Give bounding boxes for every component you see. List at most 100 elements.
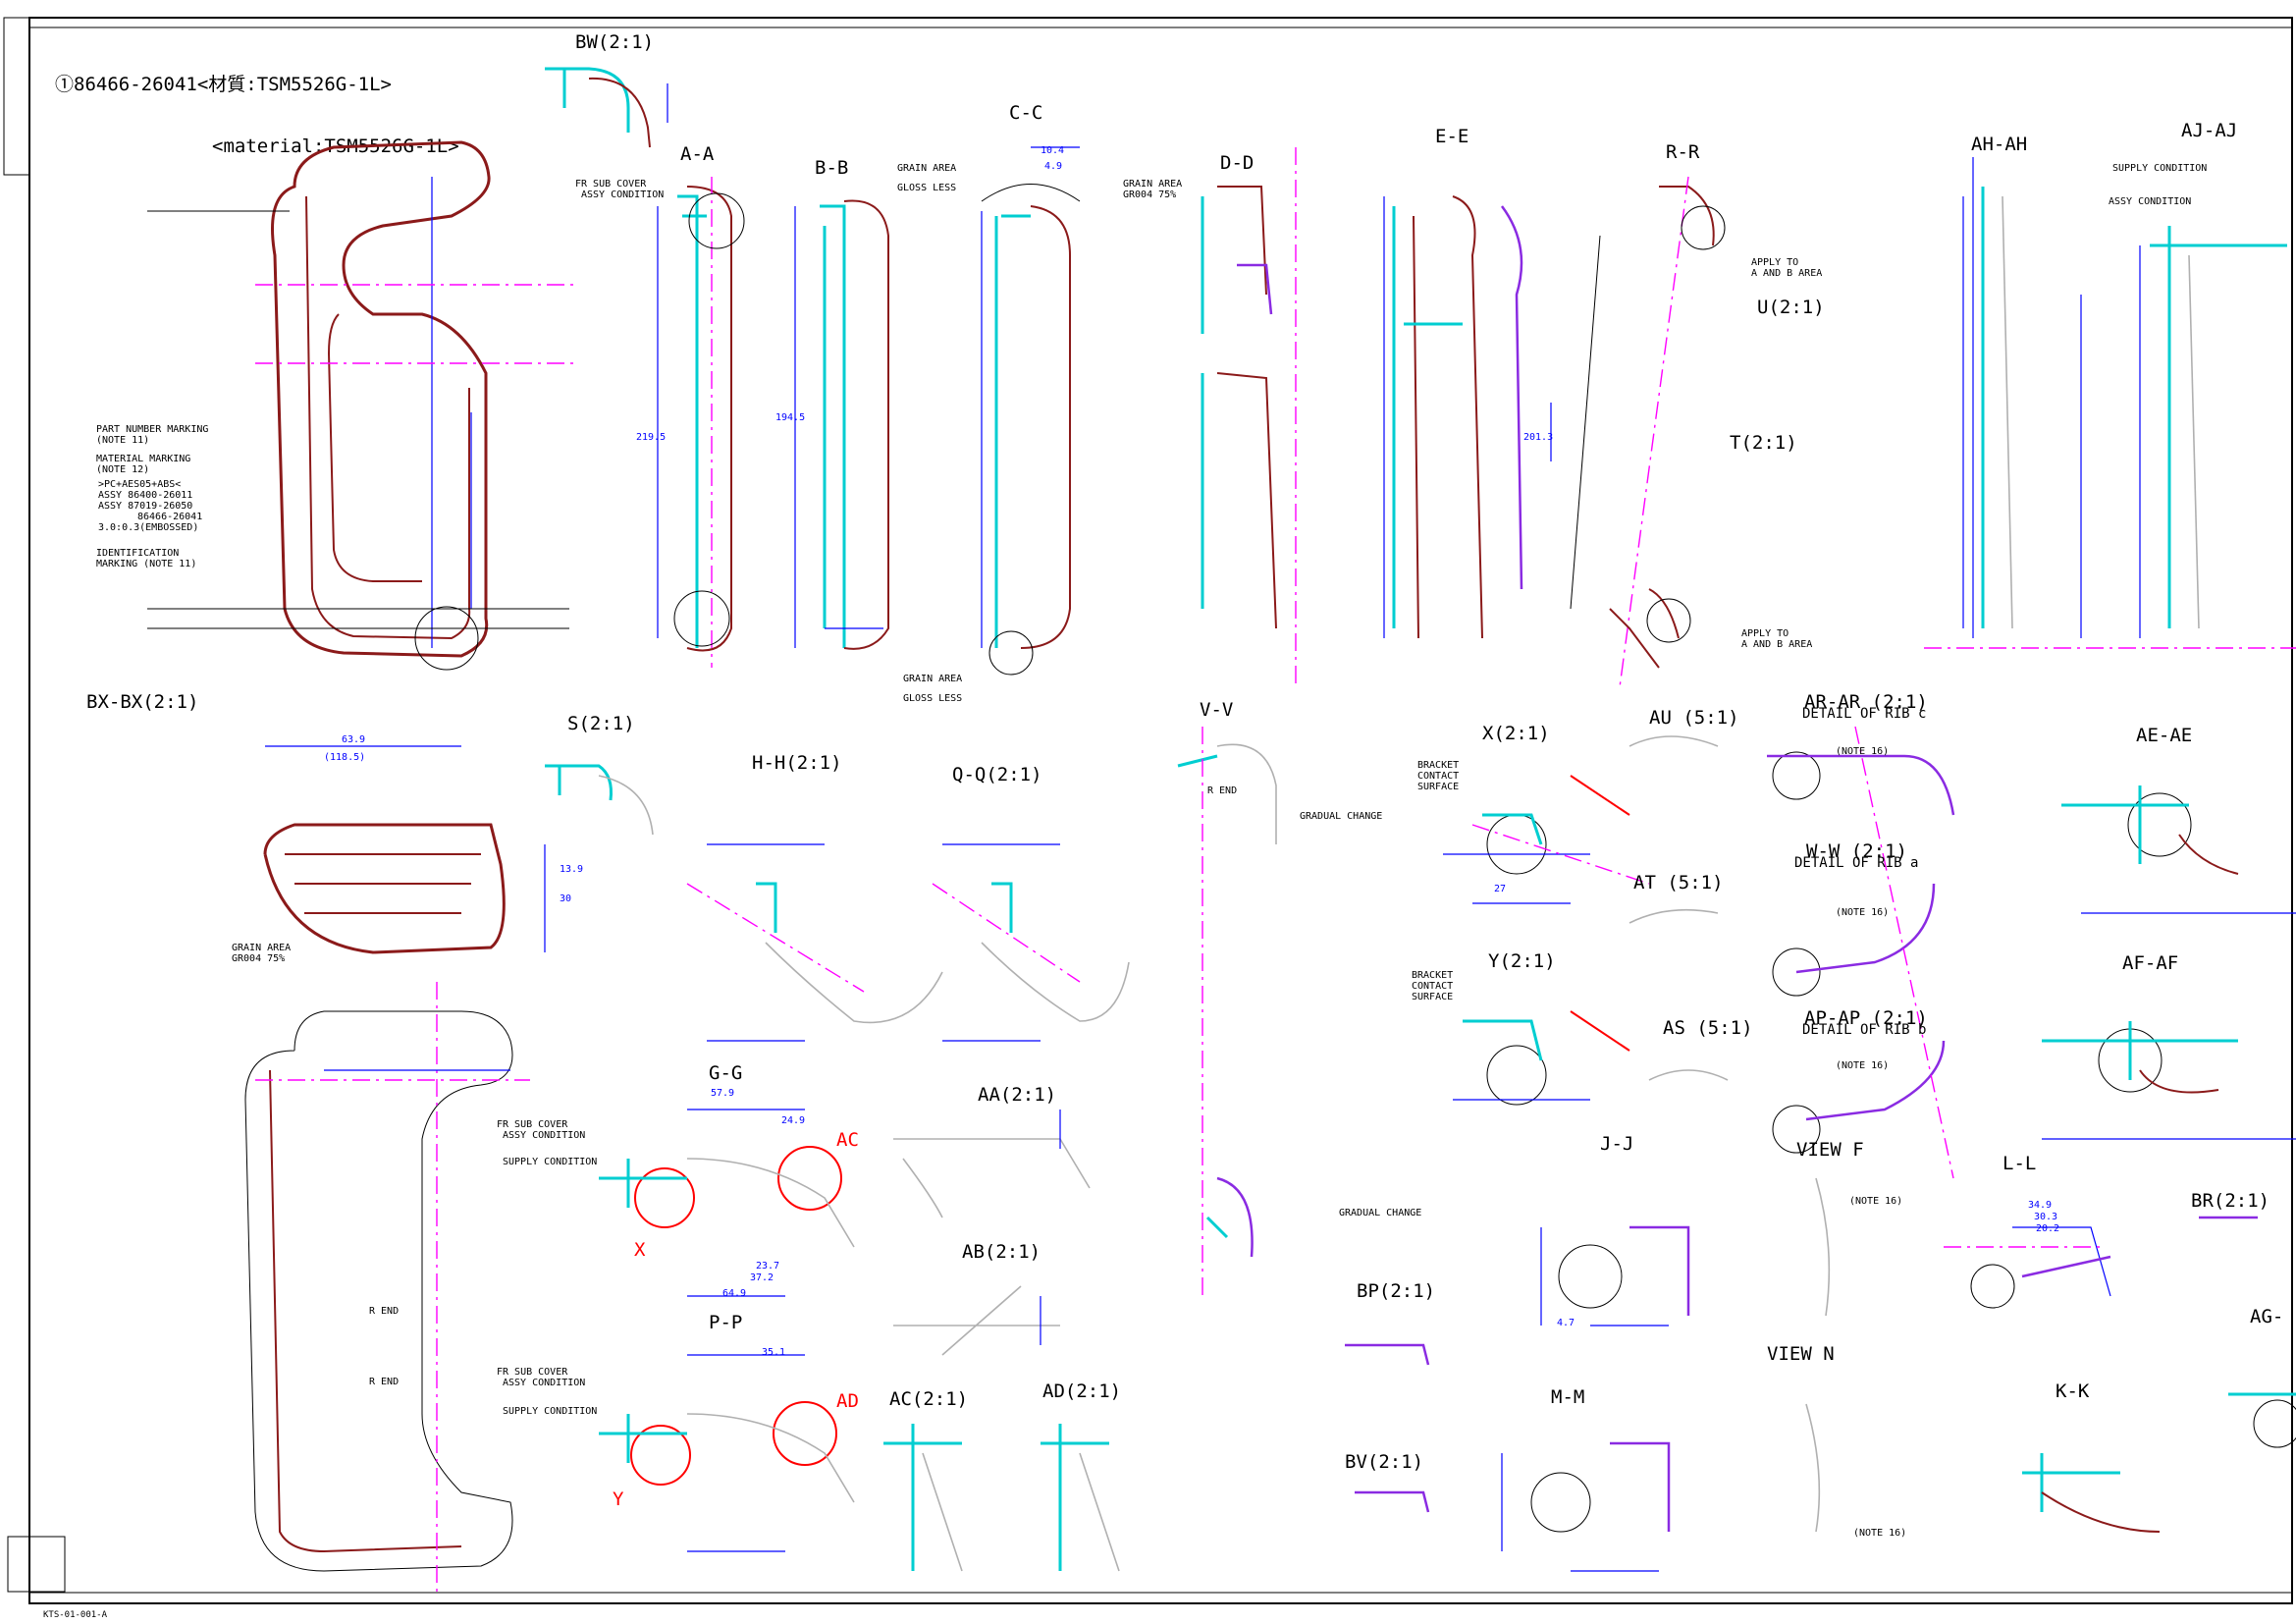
label-ee: E-E — [1435, 126, 1469, 147]
callout-y: Y — [613, 1489, 624, 1510]
note-part-number-marking: PART NUMBER MARKING — [96, 424, 209, 435]
label-at: AT (5:1) — [1633, 872, 1724, 893]
drawing-code: KTS-01-001-A — [43, 1610, 108, 1620]
note-fr-sub-cover-aa: FR SUB COVER — [575, 179, 647, 189]
note-apply-to: APPLY TO — [1751, 257, 1799, 268]
note-apply-to-2: APPLY TO — [1741, 628, 1789, 639]
label-bv: BV(2:1) — [1345, 1451, 1424, 1473]
label-as: AS (5:1) — [1663, 1017, 1753, 1039]
rib-details — [1629, 726, 1955, 1179]
section-pp — [599, 1354, 855, 1552]
label-view-f: VIEW F — [1796, 1139, 1864, 1161]
section-aa-detail — [893, 1110, 1091, 1218]
label-t: T(2:1) — [1730, 432, 1797, 454]
note-supply-gg: SUPPLY CONDITION — [503, 1157, 598, 1167]
label-u: U(2:1) — [1757, 297, 1825, 318]
note-bracket-y: BRACKET — [1412, 970, 1454, 981]
note-grain-area-al: GRAIN AREA — [232, 943, 292, 953]
label-qq: Q-Q(2:1) — [952, 764, 1042, 785]
section-dd — [1201, 147, 1297, 687]
note-identification-2: MARKING (NOTE 11) — [96, 559, 197, 569]
dim-34-9: 34.9 — [2028, 1200, 2053, 1211]
label-view-n: VIEW N — [1767, 1343, 1835, 1365]
note-gloss-less-cc: GLOSS LESS — [897, 183, 957, 193]
note-11: (NOTE 11) — [96, 435, 150, 446]
section-rr — [1570, 176, 1726, 688]
dim-201-3: 201.3 — [1523, 432, 1554, 443]
dim-37-2: 37.2 — [750, 1272, 774, 1283]
section-ab-detail — [893, 1285, 1060, 1356]
note-assy-pp: ASSY CONDITION — [503, 1378, 586, 1388]
note-surface-y: SURFACE — [1412, 992, 1454, 1002]
dim-13-9: 13.9 — [560, 864, 584, 875]
section-mm — [1501, 1441, 1671, 1572]
dim-24-9: 24.9 — [781, 1115, 806, 1126]
dim-35-1: 35.1 — [762, 1347, 786, 1358]
label-rr: R-R — [1666, 141, 1700, 163]
al-area-view — [263, 823, 546, 954]
dim-10-4: 10.4 — [1041, 145, 1065, 156]
label-ad: AD(2:1) — [1042, 1380, 1122, 1402]
label-mm: M-M — [1551, 1386, 1585, 1408]
sheet-border — [28, 17, 2293, 1604]
label-bp: BP(2:1) — [1357, 1280, 1436, 1302]
dim-23-7: 23.7 — [756, 1261, 780, 1272]
label-au: AU (5:1) — [1649, 707, 1739, 729]
label-kk: K-K — [2056, 1380, 2090, 1402]
dim-30-3: 30.3 — [2034, 1212, 2058, 1222]
note-note16-ww: (NOTE 16) — [1836, 907, 1890, 918]
note-note16-n: (NOTE 16) — [1853, 1528, 1907, 1539]
main-part-view — [147, 140, 579, 747]
section-af-af — [2042, 1021, 2296, 1140]
note-fr-sub-cover-pp: FR SUB COVER — [497, 1367, 568, 1378]
revision-stamp-box — [7, 1536, 66, 1593]
note-supply-aj: SUPPLY CONDITION — [2112, 163, 2208, 174]
note-assy-aj: ASSY CONDITION — [2109, 196, 2192, 207]
note-note16-f: (NOTE 16) — [1849, 1196, 1903, 1207]
label-ap-ap: AP-AP (2:1) — [1804, 1007, 1928, 1029]
label-hh: H-H(2:1) — [752, 752, 842, 774]
note-ab-area-2: A AND B AREA — [1741, 639, 1813, 650]
label-cc: C-C — [1009, 102, 1043, 124]
dim-57-9: 57.9 — [711, 1088, 735, 1099]
callout-x: X — [634, 1239, 646, 1261]
dim-4-9: 4.9 — [1044, 161, 1063, 172]
label-pp: P-P — [709, 1312, 743, 1333]
note-grain-area-cc2: GRAIN AREA — [1123, 179, 1183, 189]
section-gg — [599, 1109, 855, 1297]
note-ab-area: A AND B AREA — [1751, 268, 1823, 279]
label-gg: G-G — [709, 1062, 743, 1084]
note-grain-area-cc: GRAIN AREA — [897, 163, 957, 174]
dim-63-9: 63.9 — [342, 734, 366, 745]
dim-194-5: 194.5 — [775, 412, 806, 423]
dim-64-9: 64.9 — [722, 1288, 747, 1299]
zone-ticks — [29, 27, 2292, 1594]
section-aj-aj — [2139, 226, 2287, 638]
label-ac: AC(2:1) — [889, 1388, 969, 1410]
marking-line-4: 86466-26041 — [137, 512, 203, 522]
note-r-end-2: R END — [369, 1306, 400, 1317]
section-ah-ah — [1924, 157, 2296, 649]
note-surface-x: SURFACE — [1417, 782, 1460, 792]
label-ah-ah: AH-AH — [1971, 134, 2028, 155]
bw-detail — [545, 67, 668, 148]
label-y: Y(2:1) — [1488, 950, 1556, 972]
label-ae-ae: AE-AE — [2136, 725, 2193, 746]
note-fr-sub-cover-gg: FR SUB COVER — [497, 1119, 568, 1130]
label-bx-bx: BX-BX(2:1) — [86, 691, 199, 713]
note-r-end-3: R END — [369, 1377, 400, 1387]
section-aa — [657, 177, 745, 668]
note-gr004-al: GR004 75% — [232, 953, 286, 964]
section-vv — [1177, 727, 1277, 1296]
label-aa-detail: AA(2:1) — [978, 1084, 1057, 1106]
note-identification: IDENTIFICATION — [96, 548, 180, 559]
label-vv: V-V — [1200, 699, 1234, 721]
note-gradual-change: GRADUAL CHANGE — [1300, 811, 1383, 822]
label-br: BR(2:1) — [2191, 1190, 2270, 1212]
note-contact-y: CONTACT — [1412, 981, 1454, 992]
label-bb: B-B — [815, 157, 849, 179]
note-r-end-1: R END — [1207, 785, 1238, 796]
note-gradual-change-2: GRADUAL CHANGE — [1339, 1208, 1422, 1218]
note-supply-pp: SUPPLY CONDITION — [503, 1406, 598, 1417]
note-contact-x: CONTACT — [1417, 771, 1460, 782]
